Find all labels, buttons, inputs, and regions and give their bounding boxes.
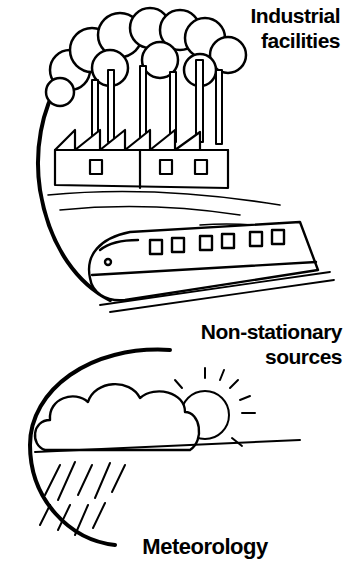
caption-label: Non-stationary sources [150, 320, 342, 370]
cloud [35, 384, 199, 450]
caption-label: Meteorology [100, 534, 310, 560]
rails [100, 272, 334, 312]
horizon-line [35, 440, 300, 452]
smokestacks [92, 60, 222, 144]
caption-label: Industrial facilities [240, 4, 340, 54]
rain [40, 462, 125, 535]
factory-building [55, 130, 228, 188]
train [89, 222, 318, 300]
